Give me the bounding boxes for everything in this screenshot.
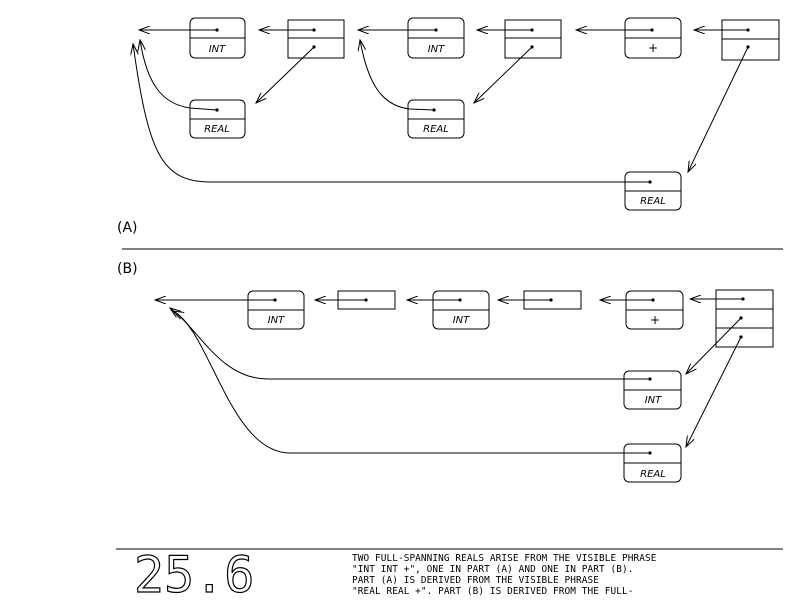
node-a-int-2: INT: [407, 17, 465, 59]
node-a-real-1: REAL: [189, 99, 246, 139]
figure-caption: TWO FULL-SPANNING REALS ARISE FROM THE V…: [352, 553, 657, 597]
part-label: (B): [117, 261, 138, 277]
figure-number: 25.6: [134, 546, 254, 604]
node-label: REAL: [204, 124, 230, 135]
node-a-int-1: INT: [189, 17, 246, 59]
part-a-diagram: INT INT +: [117, 17, 780, 236]
node-b-int-1: INT: [247, 290, 305, 330]
edges-part-b: [155, 299, 743, 454]
node-a-box-1: [287, 19, 345, 59]
node-label: REAL: [640, 196, 666, 207]
node-label: INT: [268, 315, 285, 326]
node-a-real-2: REAL: [407, 99, 465, 139]
part-label: (A): [117, 220, 138, 236]
caption-line: TWO FULL-SPANNING REALS ARISE FROM THE V…: [352, 553, 657, 564]
node-label: INT: [428, 44, 445, 55]
node-label: INT: [453, 315, 470, 326]
node-b-real: REAL: [623, 443, 682, 483]
caption-line: "REAL REAL +". PART (B) IS DERIVED FROM …: [352, 586, 633, 597]
node-label: +: [650, 313, 660, 327]
node-b-plus: +: [625, 290, 684, 330]
edges-part-a: [133, 30, 749, 183]
node-a-plus: +: [624, 17, 682, 59]
node-a-box-3: [721, 19, 780, 61]
node-label: REAL: [640, 469, 666, 480]
caption-line: "INT INT +", ONE IN PART (A) AND ONE IN …: [352, 564, 633, 575]
node-label: INT: [645, 395, 662, 406]
part-b-diagram: (B) INT INT +: [117, 261, 774, 483]
node-label: REAL: [423, 124, 449, 135]
caption-line: PART (A) IS DERIVED FROM THE VISIBLE PHR…: [352, 575, 599, 586]
node-a-box-2: [504, 19, 562, 59]
node-b-box-1: [337, 290, 396, 310]
node-b-int-2: INT: [432, 290, 490, 330]
node-a-real-3: REAL: [624, 171, 682, 211]
node-label: +: [648, 41, 658, 55]
node-label: INT: [209, 44, 226, 55]
node-b-int-3: INT: [623, 370, 682, 410]
